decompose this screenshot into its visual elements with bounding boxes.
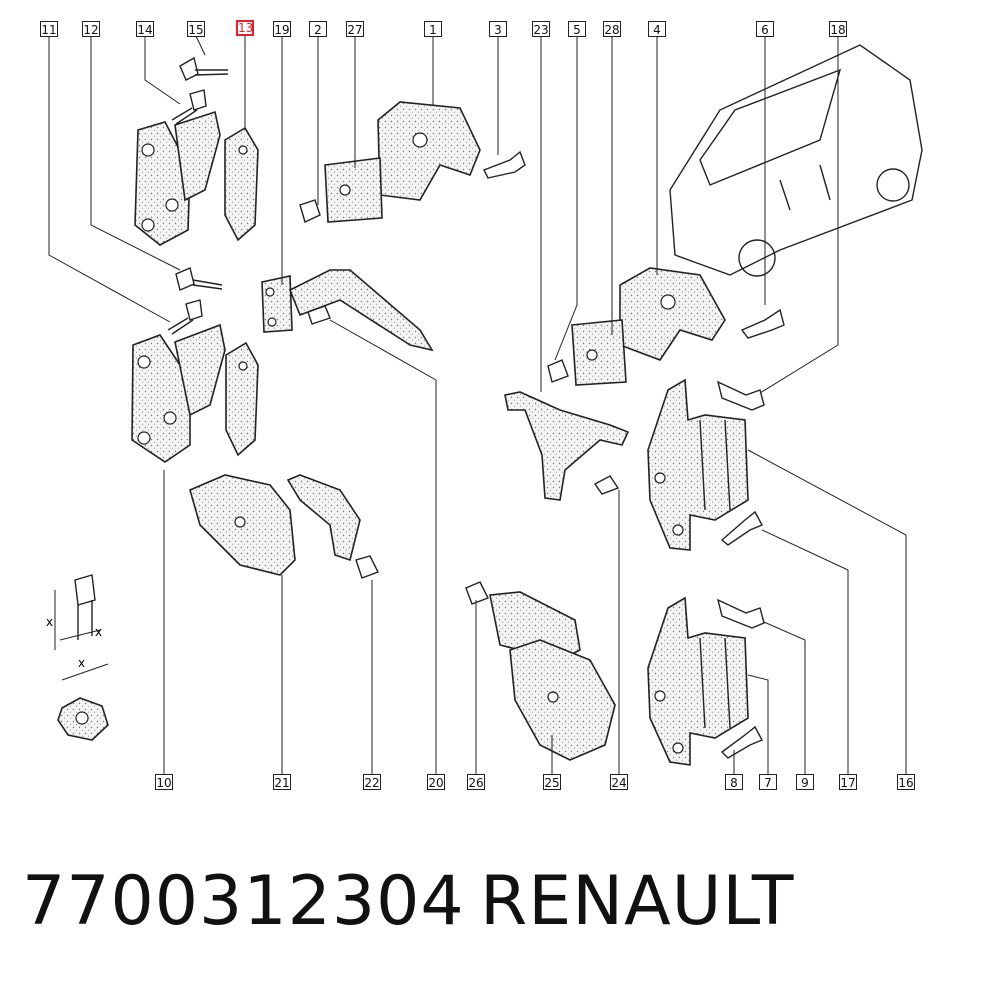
exploded-parts-diagram	[48, 35, 923, 775]
callout-4: 4	[648, 21, 666, 37]
door-check-strap-center	[504, 391, 630, 501]
callout-16: 16	[897, 774, 915, 790]
dimension-mark: x	[46, 615, 54, 629]
callout-6: 6	[756, 21, 774, 37]
callout-5: 5	[568, 21, 586, 37]
callout-3: 3	[489, 21, 507, 37]
callout-12: 12	[82, 21, 100, 37]
callout-9: 9	[796, 774, 814, 790]
callout-18: 18	[829, 21, 847, 37]
callout-20: 20	[427, 774, 445, 790]
bolt-15	[179, 56, 229, 81]
callout-17: 17	[839, 774, 857, 790]
callout-27: 27	[346, 21, 364, 37]
upper-right-hinge	[547, 267, 785, 386]
callout-22: 22	[363, 774, 381, 790]
callout-23: 23	[532, 21, 550, 37]
bolt-dimension-icon	[54, 574, 109, 681]
callout-15: 15	[187, 21, 205, 37]
right-side-hinge-upper	[647, 378, 765, 551]
callout-8: 8	[725, 774, 743, 790]
bolt-14	[171, 89, 207, 125]
bolt-12	[175, 267, 223, 291]
upper-left-hinge	[134, 110, 259, 246]
callout-19: 19	[273, 21, 291, 37]
part-number: 7700312304	[22, 862, 465, 941]
callout-10: 10	[155, 774, 173, 790]
nut-icon	[57, 697, 109, 741]
callout-28: 28	[603, 21, 621, 37]
van-illustration	[669, 44, 923, 277]
lower-hinge-cover-right	[465, 581, 616, 761]
callout-11: 11	[40, 21, 58, 37]
callout-14: 14	[136, 21, 154, 37]
right-side-hinge-lower	[647, 596, 765, 766]
lower-hinge-cover-left	[189, 474, 379, 579]
brand-name: RENAULT	[480, 862, 795, 941]
callout-13: 13	[236, 20, 254, 36]
leader-lines	[48, 35, 907, 775]
dimension-mark: x	[95, 625, 103, 639]
callout-25: 25	[543, 774, 561, 790]
middle-left-hinge	[131, 323, 259, 463]
callout-24: 24	[610, 774, 628, 790]
upper-center-hinge	[299, 101, 526, 223]
callout-7: 7	[759, 774, 777, 790]
bolt-11	[167, 299, 203, 335]
dimension-mark: x	[78, 656, 86, 670]
callout-1: 1	[424, 21, 442, 37]
callout-26: 26	[467, 774, 485, 790]
door-check-strap-left	[261, 269, 434, 352]
callout-21: 21	[273, 774, 291, 790]
callout-2: 2	[309, 21, 327, 37]
